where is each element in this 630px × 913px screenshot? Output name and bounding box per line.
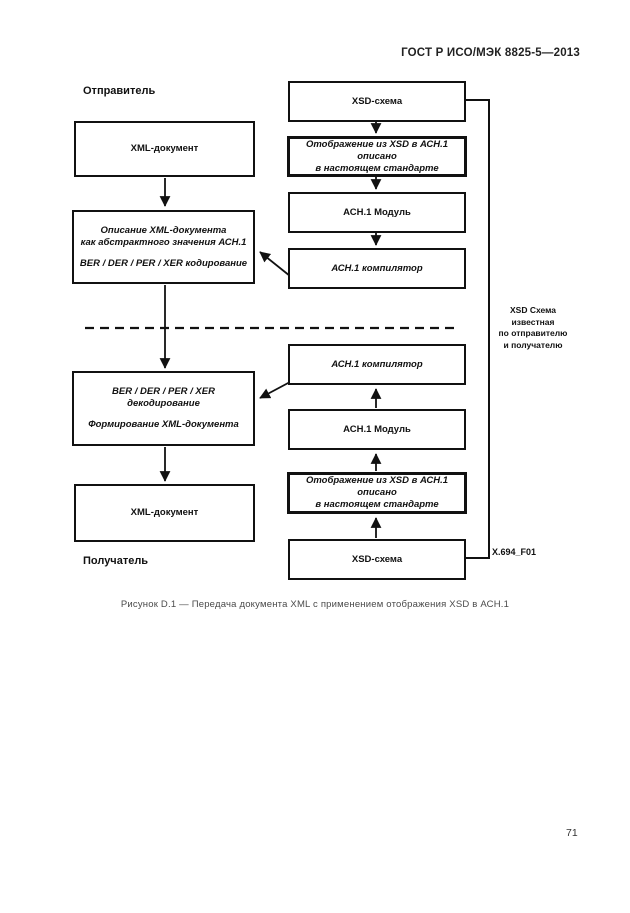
box-asn-compiler-bottom: АСН.1 компилятор — [288, 344, 466, 385]
box-asn-module-bottom-label: АСН.1 Модуль — [343, 423, 411, 435]
box-xml-document-top: XML-документ — [74, 121, 255, 177]
box-decode: BER / DER / PER / XER декодирование Форм… — [72, 371, 255, 446]
box-xsd-schema-top: XSD-схема — [288, 81, 466, 122]
xsd-shared-note-line: и получателю — [503, 339, 563, 350]
box-xml-document-bottom-label: XML-документ — [130, 507, 199, 518]
box-mapping-top: Отображение из XSD в АСН.1 описано в нас… — [287, 136, 467, 177]
decode-line2: Формирование XML-документа — [88, 419, 239, 430]
xsd-shared-note-line: XSD Схема — [509, 305, 556, 315]
box-asn-compiler-bottom-label: АСН.1 компилятор — [331, 358, 423, 370]
receiver-label: Получатель — [83, 555, 149, 567]
box-xml-document-bottom: XML-документ — [74, 484, 255, 542]
mapping-top-line2: в настоящем стандарте — [315, 162, 439, 174]
box-encode: Описание XML-документа как абстрактного … — [72, 210, 255, 284]
mapping-bottom-line1: Отображение из XSD в АСН.1 описано — [305, 475, 449, 498]
xsd-shared-note: XSD Схема известная по отправителю и пол… — [494, 305, 572, 351]
box-xsd-schema-top-label: XSD-схема — [351, 95, 403, 107]
box-asn-module-top-label: АСН.1 Модуль — [343, 206, 411, 218]
box-asn-compiler-top-label: АСН.1 компилятор — [331, 262, 423, 274]
box-xsd-schema-bottom-label: XSD-схема — [351, 553, 403, 565]
xsd-shared-note-line: известная — [511, 316, 555, 327]
figure-reference-code: X.694_F01 — [492, 547, 537, 557]
box-xsd-schema-bottom: XSD-схема — [288, 539, 466, 580]
xsd-shared-note-line: по отправителю — [498, 328, 568, 338]
encode-line3: BER / DER / PER / XER кодирование — [79, 257, 248, 269]
box-xml-document-top-label: XML-документ — [130, 143, 199, 154]
box-asn-compiler-top: АСН.1 компилятор — [288, 248, 466, 289]
decode-line1: BER / DER / PER / XER декодирование — [112, 386, 215, 409]
mapping-bottom-line2: в настоящем стандарте — [315, 499, 439, 510]
box-asn-module-bottom: АСН.1 Модуль — [288, 409, 466, 450]
encode-line2: как абстрактного значения АСН.1 — [80, 236, 247, 248]
box-mapping-bottom: Отображение из XSD в АСН.1 описано в нас… — [287, 472, 467, 514]
page-number: 71 — [566, 827, 578, 839]
figure-caption: Рисунок D.1 — Передача документа XML с п… — [120, 599, 510, 610]
box-asn-module-top: АСН.1 Модуль — [288, 192, 466, 233]
sender-label: Отправитель — [83, 85, 156, 97]
encode-line1: Описание XML-документа — [100, 224, 227, 236]
mapping-top-line1: Отображение из XSD в АСН.1 описано — [305, 138, 449, 162]
document-header: ГОСТ Р ИСО/МЭК 8825-5—2013 — [401, 47, 580, 59]
arrow-compiler-to-encode — [259, 251, 291, 277]
xsd-schema-shared-connector — [466, 99, 490, 559]
arrow-compiler-to-decode — [259, 381, 291, 399]
